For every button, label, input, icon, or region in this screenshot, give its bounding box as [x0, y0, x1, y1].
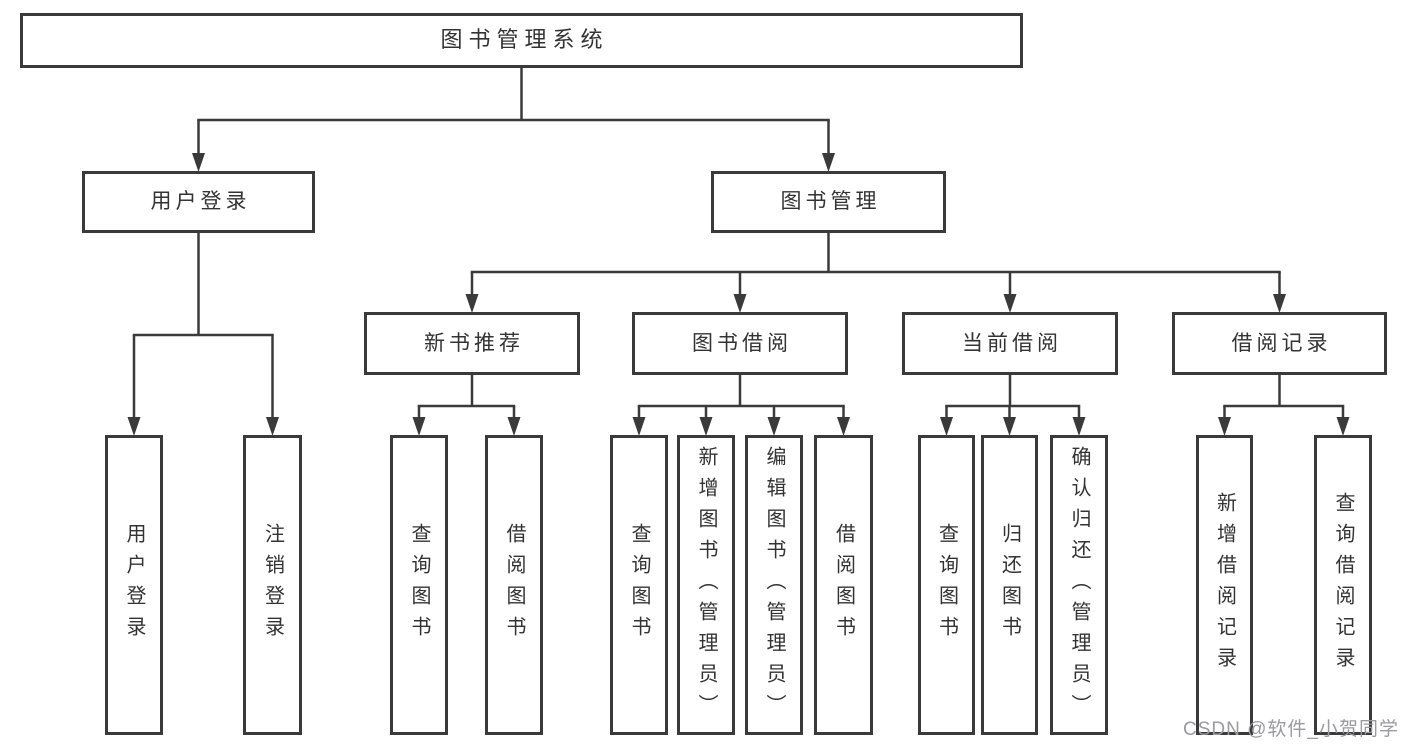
node-label-confirm-return: 确认归还（管理员）: [1068, 445, 1090, 725]
node-label-current-borrow: 当前借阅: [962, 331, 1062, 355]
node-add-record: 新增借阅记录: [1196, 435, 1253, 735]
arrowhead-user-login: [127, 417, 141, 436]
node-user-login: 用户登录: [105, 435, 163, 735]
node-query-record: 查询借阅记录: [1314, 435, 1372, 735]
node-label-return-book: 归还图书: [998, 523, 1021, 647]
arrowhead-current-borrow: [1003, 294, 1017, 313]
node-label-query-book-3: 查询图书: [935, 523, 958, 647]
node-label-root: 图书管理系统: [440, 27, 609, 53]
arrowhead-query-book-2: [632, 417, 646, 436]
node-add-book: 新增图书（管理员）: [677, 435, 735, 735]
node-label-borrow-book-2: 借阅图书: [832, 523, 855, 647]
node-label-query-record: 查询借阅记录: [1332, 492, 1354, 678]
node-query-book-2: 查询图书: [610, 435, 668, 735]
node-edit-book: 编辑图书（管理员）: [745, 435, 803, 735]
node-label-add-book: 新增图书（管理员）: [695, 445, 717, 725]
arrowhead-logout: [266, 417, 279, 436]
arrowhead-add-record: [1218, 417, 1231, 436]
node-query-book-1: 查询图书: [390, 435, 448, 735]
node-borrow-book-1: 借阅图书: [485, 435, 543, 735]
node-label-borrow-records: 借阅记录: [1231, 331, 1332, 355]
node-label-add-record: 新增借阅记录: [1213, 492, 1236, 678]
arrowhead-confirm-return: [1072, 417, 1086, 436]
arrowhead-query-book-1: [412, 417, 426, 436]
node-return-book: 归还图书: [981, 435, 1038, 735]
arrowhead-new-book-rec: [465, 294, 479, 313]
node-logout: 注销登录: [243, 435, 302, 735]
arrowhead-borrow-book-2: [837, 417, 850, 436]
watermark-text: CSDN @软件_小贺同学: [1183, 719, 1399, 740]
node-label-book-mgmt: 图书管理: [780, 190, 881, 214]
arrowhead-query-record: [1336, 417, 1350, 436]
node-current-borrow: 当前借阅: [902, 312, 1118, 375]
node-label-book-borrow: 图书借阅: [692, 331, 792, 355]
node-book-mgmt: 图书管理: [711, 171, 946, 233]
node-label-new-book-rec: 新书推荐: [424, 331, 524, 355]
arrowhead-return-book: [1003, 417, 1016, 436]
node-label-logout: 注销登录: [261, 523, 284, 647]
node-query-book-3: 查询图书: [918, 435, 975, 735]
node-borrow-book-2: 借阅图书: [814, 435, 873, 735]
node-label-user-login: 用户登录: [123, 523, 145, 647]
node-label-edit-book: 编辑图书（管理员）: [763, 445, 785, 725]
arrowhead-add-book: [699, 417, 713, 436]
node-login-group: 用户登录: [82, 171, 315, 233]
node-book-borrow: 图书借阅: [632, 312, 848, 375]
node-borrow-records: 借阅记录: [1172, 312, 1387, 375]
arrowhead-book-mgmt: [822, 153, 835, 172]
arrowhead-edit-book: [767, 417, 781, 436]
node-label-query-book-1: 查询图书: [408, 523, 430, 647]
node-label-borrow-book-1: 借阅图书: [503, 523, 525, 647]
node-root: 图书管理系统: [20, 13, 1023, 68]
node-label-login-group: 用户登录: [150, 190, 251, 214]
arrowhead-book-borrow: [733, 294, 747, 313]
arrowhead-borrow-records: [1273, 294, 1286, 313]
arrowhead-borrow-book-1: [507, 417, 521, 436]
node-new-book-rec: 新书推荐: [364, 312, 580, 375]
arrowhead-login-group: [192, 153, 205, 172]
node-confirm-return: 确认归还（管理员）: [1050, 435, 1108, 735]
node-label-query-book-2: 查询图书: [628, 523, 650, 647]
arrowhead-query-book-3: [940, 417, 953, 436]
